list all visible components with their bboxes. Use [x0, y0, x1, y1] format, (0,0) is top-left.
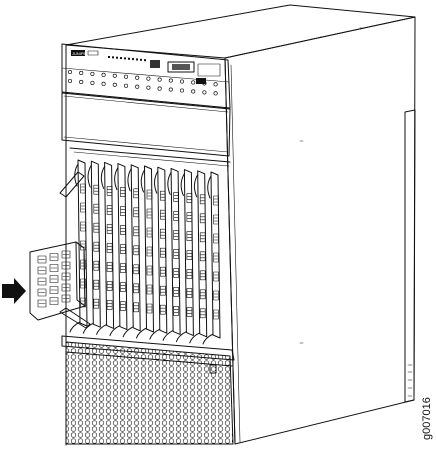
- status-light: [120, 57, 122, 60]
- panel-led: [191, 89, 196, 94]
- card-port-connectors: [37, 250, 71, 308]
- port-connector: [61, 294, 71, 303]
- panel-led: [213, 91, 218, 96]
- panel-led: [79, 70, 84, 76]
- port-connector: [61, 283, 71, 292]
- status-light: [108, 56, 110, 58]
- craft-interface-panel: JUNIPER: [61, 43, 231, 109]
- panel-led: [157, 86, 162, 91]
- line-card-slot: [96, 161, 115, 335]
- panel-led: [146, 76, 151, 81]
- panel-led: [135, 75, 140, 80]
- status-light: [136, 58, 138, 61]
- panel-led: [135, 84, 140, 89]
- logo-text: JUNIPER: [72, 51, 89, 56]
- panel-led: [90, 80, 95, 85]
- port-connector: [37, 299, 47, 308]
- panel-led: [202, 81, 207, 86]
- port-connector: [37, 288, 47, 297]
- line-card-slot: [109, 163, 128, 337]
- line-card-slot: [162, 167, 181, 341]
- panel-led: [146, 85, 151, 90]
- port-connector: [49, 264, 59, 272]
- port-connector: [37, 266, 47, 275]
- port-connector: [61, 272, 71, 281]
- juniper-logo: [71, 50, 85, 56]
- air-intake-grille: [61, 335, 235, 445]
- line-card-slot: [189, 170, 208, 344]
- port-connector: [49, 253, 59, 261]
- port-connector: [49, 275, 59, 283]
- figure-id-label: g007016: [421, 397, 433, 440]
- port-connector: [61, 250, 71, 259]
- right-arrow-icon: [2, 278, 26, 304]
- line-card-slot: [122, 164, 141, 338]
- panel-led: [79, 79, 84, 85]
- panel-led: [123, 83, 129, 88]
- panel-led: [168, 78, 173, 83]
- port-connector: [37, 255, 47, 264]
- line-card-slot: [136, 165, 154, 339]
- status-light: [128, 57, 130, 60]
- port-connector: [37, 277, 47, 286]
- status-light: [112, 56, 114, 59]
- port-connector: [61, 261, 71, 270]
- panel-led: [112, 82, 117, 87]
- ejector-lever-top: [59, 171, 85, 198]
- panel-led: [101, 72, 106, 77]
- line-card-being-installed: [29, 241, 91, 329]
- panel-led: [101, 81, 106, 86]
- line-card-slots: [69, 159, 221, 345]
- panel-led: [179, 88, 185, 93]
- panel-led: [67, 78, 73, 84]
- line-card-slot: [175, 169, 194, 343]
- line-card-slot: [202, 171, 221, 345]
- line-card-slot: [149, 166, 168, 340]
- port-connector: [49, 286, 59, 294]
- cable-manager-bar: [61, 92, 231, 167]
- status-light: [144, 59, 146, 62]
- panel-led-rows: [67, 56, 218, 96]
- panel-led: [157, 77, 162, 82]
- status-light: [124, 57, 126, 60]
- port-connector: [49, 297, 59, 305]
- status-light: [132, 58, 134, 61]
- panel-led: [90, 71, 95, 76]
- panel-led: [112, 73, 117, 78]
- panel-led: [191, 80, 196, 85]
- panel-led: [202, 90, 207, 95]
- panel-led: [67, 69, 73, 75]
- panel-led: [213, 82, 218, 87]
- panel-led: [179, 79, 185, 84]
- panel-led: [168, 87, 173, 92]
- status-light: [140, 58, 142, 61]
- panel-led: [123, 74, 129, 79]
- status-light: [116, 56, 118, 59]
